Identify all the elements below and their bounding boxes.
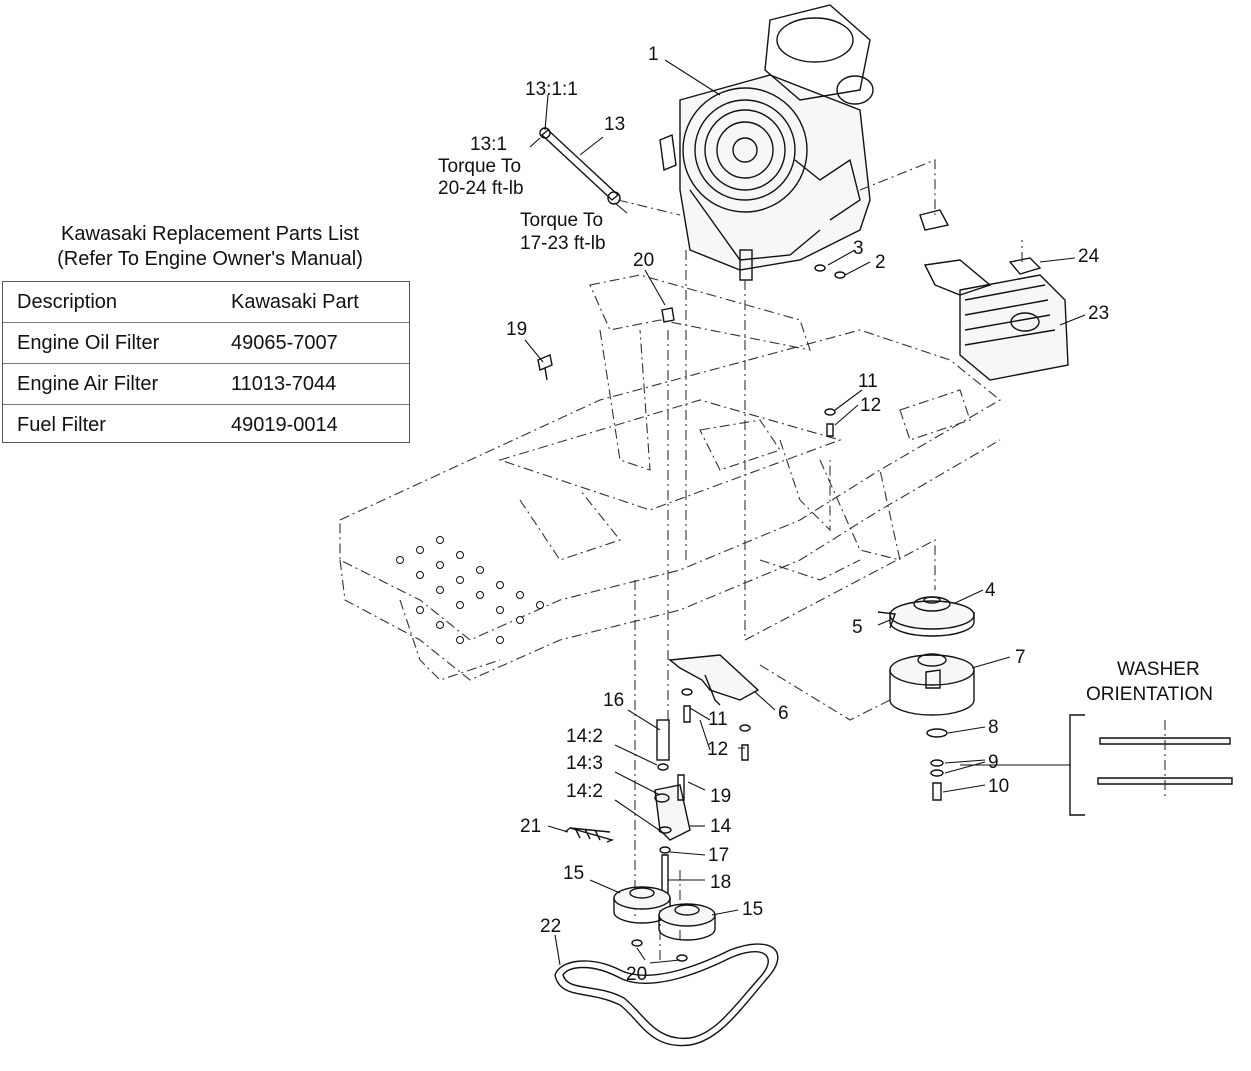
table-cell-description: Fuel Filter [17, 414, 106, 436]
callout-21: 21 [520, 816, 541, 837]
table-cell-description: Engine Air Filter [17, 373, 159, 395]
callout-23: 23 [1088, 303, 1109, 324]
callout-3: 3 [853, 238, 864, 259]
alignment-lines [634, 250, 936, 960]
callout-14-2-lower: 14:2 [566, 781, 603, 802]
callout-10: 10 [988, 776, 1009, 797]
callout-2: 2 [875, 252, 886, 273]
callout-12-top: 12 [860, 395, 881, 416]
parts-table-title-line2: (Refer To Engine Owner's Manual) [57, 248, 363, 270]
torque-note-a-line1: Torque To [438, 156, 521, 177]
idler-pulleys [613, 886, 716, 962]
muffler [859, 159, 1069, 381]
callout-labels: 1 13:1:1 13 13:1 Torque To 20-24 ft-lb T… [438, 44, 1213, 985]
callout-11-top: 11 [858, 371, 878, 392]
callout-19-top: 19 [506, 319, 527, 340]
callout-16: 16 [603, 690, 624, 711]
parts-table-title-line1: Kawasaki Replacement Parts List [61, 223, 359, 245]
callout-17: 17 [708, 845, 729, 866]
table-row: Engine Air Filter 11013-7044 [3, 364, 409, 405]
drive-belt [554, 943, 779, 1047]
parts-table-title: Kawasaki Replacement Parts List (Refer T… [0, 222, 420, 272]
idler-bracket [668, 654, 760, 761]
washer-orientation-line1: WASHER [1117, 659, 1200, 680]
callout-7: 7 [1015, 647, 1026, 668]
torque-note-b-line2: 17-23 ft-lb [520, 233, 606, 254]
callout-13-1-1: 13:1:1 [525, 79, 578, 100]
table-header-part: Kawasaki Part [231, 291, 359, 313]
table-cell-part: 49065-7007 [231, 332, 338, 354]
callout-14: 14 [710, 816, 732, 837]
callout-13: 13 [604, 114, 625, 135]
callout-11-bottom: 11 [708, 709, 728, 730]
clutch-assembly [759, 596, 975, 801]
parts-table: Description Kawasaki Part Engine Oil Fil… [2, 281, 410, 443]
callout-15-left: 15 [563, 863, 584, 884]
floor-plate-holes [396, 536, 544, 644]
callout-13-1: 13:1 [470, 134, 507, 155]
callout-20-top: 20 [633, 250, 654, 271]
torque-note-a-line2: 20-24 ft-lb [438, 178, 524, 199]
callout-5: 5 [852, 617, 863, 638]
callout-14-3: 14:3 [566, 753, 603, 774]
callout-6: 6 [778, 703, 789, 724]
table-cell-part: 49019-0014 [231, 414, 338, 436]
table-header-row: Description Kawasaki Part [3, 282, 409, 323]
callout-20-bottom: 20 [626, 964, 647, 985]
table-row: Fuel Filter 49019-0014 [3, 405, 409, 446]
washer-orientation-detail [960, 714, 1233, 816]
engine [659, 4, 874, 281]
idler-arm [564, 719, 691, 896]
table-cell-description: Engine Oil Filter [17, 332, 160, 354]
callout-18: 18 [710, 872, 731, 893]
fasteners-upper [537, 307, 836, 437]
bolt-washer-engine [814, 264, 846, 279]
callout-4: 4 [985, 580, 996, 601]
callout-19-bottom: 19 [710, 786, 731, 807]
fuel-line [539, 127, 681, 216]
leader-lines [524, 59, 1086, 966]
callout-24: 24 [1078, 246, 1100, 267]
callout-15-right: 15 [742, 899, 763, 920]
torque-note-b-line1: Torque To [520, 210, 603, 231]
table-header-description: Description [17, 291, 118, 313]
callout-12-bottom: 12 [707, 739, 728, 760]
table-cell-part: 11013-7044 [231, 373, 337, 395]
callout-8: 8 [988, 717, 999, 738]
callout-22: 22 [540, 916, 561, 937]
table-row: Engine Oil Filter 49065-7007 [3, 323, 409, 364]
callout-1: 1 [648, 44, 659, 65]
chassis-frame [339, 274, 1001, 681]
washer-orientation-line2: ORIENTATION [1086, 684, 1213, 705]
callout-9: 9 [988, 752, 999, 773]
callout-14-2-upper: 14:2 [566, 726, 603, 747]
